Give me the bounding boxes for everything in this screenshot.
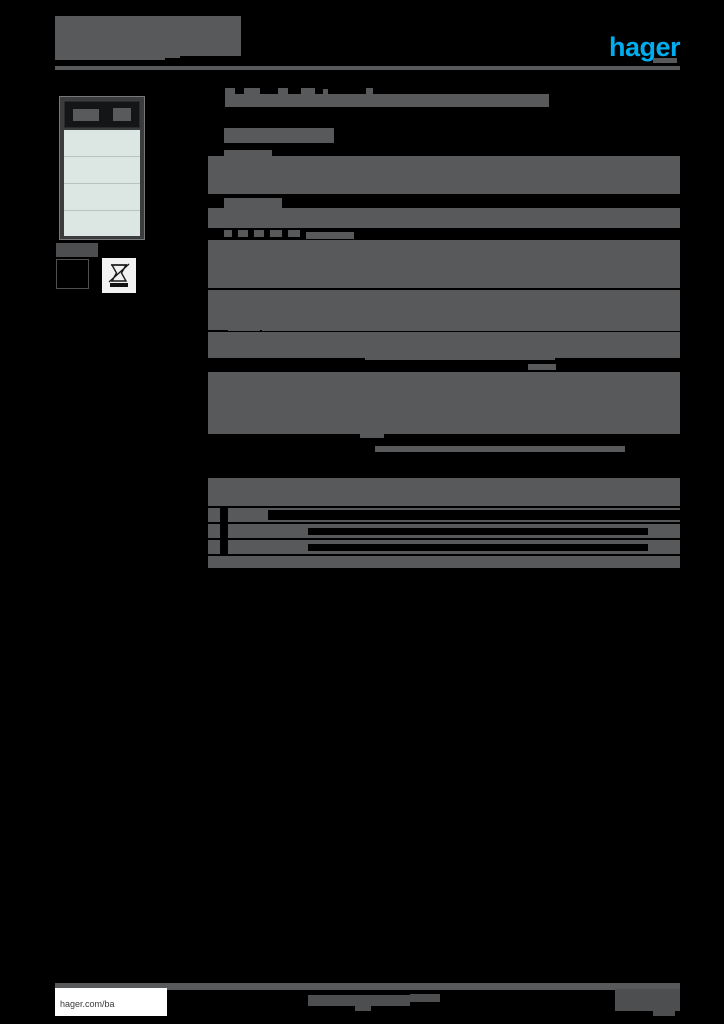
- intro-paragraph-redacted: [208, 156, 680, 194]
- section-line: [271, 352, 361, 358]
- marks-caption-redacted: [56, 243, 98, 257]
- product-key-panel: [64, 130, 140, 236]
- list-line: [360, 432, 384, 438]
- list-line: [228, 390, 260, 395]
- main-subtitle-redacted: [224, 128, 334, 143]
- footer-center-redacted: [308, 995, 410, 1006]
- product-key-divider: [64, 183, 140, 184]
- section-line: [228, 212, 368, 217]
- footer-right-redacted: [615, 989, 680, 1011]
- list-line: [228, 418, 276, 423]
- main-content: [208, 88, 680, 570]
- section-line: [228, 350, 270, 356]
- list-line: [228, 378, 276, 383]
- bullet-dot: [254, 230, 264, 237]
- main-title-fragment: [366, 88, 373, 94]
- ce-mark-icon: [56, 259, 89, 289]
- compliance-marks-group: [56, 243, 140, 301]
- footer-divider: [55, 983, 680, 990]
- list-line: [520, 406, 536, 411]
- table-row-redacted: [208, 556, 680, 568]
- footer-center-fragment: [410, 994, 440, 1002]
- table-gutter: [220, 508, 228, 522]
- main-title-fragment: [278, 88, 288, 94]
- table-gutter: [308, 544, 648, 551]
- display-value-left: [73, 109, 99, 121]
- table-block-redacted: [208, 478, 680, 506]
- header-fragment: [198, 34, 216, 46]
- list-line: [283, 418, 381, 423]
- product-illustration: [59, 96, 145, 240]
- section-body-redacted: [208, 208, 680, 228]
- section-line: [228, 280, 278, 285]
- list-line: [542, 404, 574, 411]
- main-title-fragment: [244, 88, 260, 94]
- page-header: hager: [55, 14, 681, 70]
- table-gutter: [268, 510, 680, 520]
- header-divider: [55, 66, 680, 70]
- bullet-dot: [270, 230, 282, 237]
- header-subtitle-redacted: [55, 44, 165, 60]
- footer-url-plate: hager.com/ba: [55, 988, 167, 1016]
- section-line: [528, 364, 556, 370]
- list-line: [279, 378, 544, 383]
- display-value-right: [113, 108, 131, 121]
- list-line: [393, 406, 513, 411]
- bullet-dot: [224, 230, 232, 237]
- section-line: [363, 246, 643, 251]
- main-title-fragment: [323, 89, 328, 94]
- list-line: [375, 446, 625, 452]
- header-fragment: [150, 32, 192, 46]
- hager-logo-underline: [653, 58, 677, 63]
- list-line: [228, 404, 284, 409]
- product-display-screen: [64, 101, 140, 128]
- section-line: [228, 326, 260, 331]
- footer-center-fragment: [355, 1002, 371, 1011]
- section-line: [365, 354, 555, 360]
- header-fragment: [160, 48, 180, 58]
- product-key-divider: [64, 210, 140, 211]
- table-gutter: [220, 524, 228, 538]
- main-title-redacted: [225, 94, 549, 107]
- intro-heading-redacted: [224, 150, 272, 159]
- weee-icon: [108, 263, 130, 287]
- main-title-fragment: [301, 88, 315, 94]
- list-line: [262, 390, 437, 395]
- main-title-fragment: [225, 88, 235, 94]
- bullet-dot: [288, 230, 300, 237]
- section-line: [228, 246, 358, 251]
- bullet-dot: [238, 230, 248, 237]
- list-line: [288, 404, 388, 409]
- bullet-label: [306, 232, 354, 239]
- header-fragment: [165, 18, 177, 26]
- table-gutter: [220, 540, 228, 554]
- hager-logo: hager: [608, 32, 681, 62]
- header-fragment: [221, 16, 231, 26]
- section-line: [280, 280, 680, 285]
- weee-mark-plate: [102, 258, 136, 293]
- section-heading-redacted: [224, 198, 282, 208]
- footer-url-link[interactable]: hager.com/ba: [60, 999, 115, 1009]
- product-key-divider: [64, 156, 140, 157]
- section-body-redacted: [208, 290, 680, 330]
- page-footer: hager.com/ba: [55, 983, 680, 1017]
- section-line: [371, 212, 656, 217]
- header-fragment: [183, 16, 217, 26]
- footer-right-fragment: [653, 1007, 675, 1016]
- table-gutter: [308, 528, 648, 535]
- section-line: [262, 326, 680, 331]
